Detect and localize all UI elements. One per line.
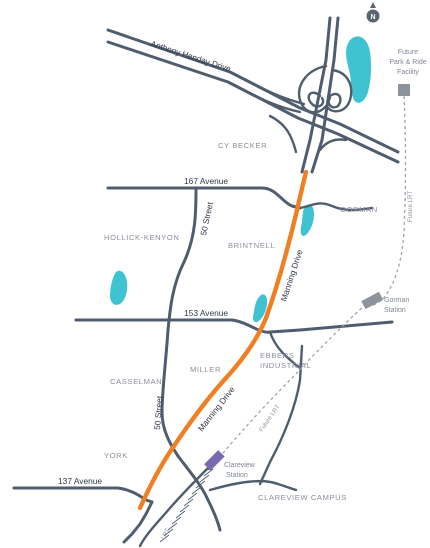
facility-line2: Park & Ride <box>389 59 426 66</box>
167-avenue-label: 167 Avenue <box>184 176 228 186</box>
north-label: N <box>370 14 375 21</box>
area-cy-becker: CY BECKER <box>218 141 267 150</box>
ebbers-road <box>268 330 302 370</box>
future-lrt-mid <box>211 303 367 463</box>
area-clareview-campus: CLAREVIEW CAMPUS <box>258 493 347 502</box>
pond-brintnell <box>253 294 268 323</box>
clareview-road <box>258 344 304 486</box>
park-ride-facility-icon <box>398 84 410 96</box>
manning-north-label: Manning Drive <box>278 248 304 303</box>
southwest-road <box>122 500 154 544</box>
north-arrow: N <box>366 2 380 23</box>
area-gorman: GORMAN <box>340 205 378 214</box>
gorman-station-label-1: Gorman <box>384 297 409 304</box>
facility-line1: Future <box>398 49 418 56</box>
153-avenue-label: 153 Avenue <box>184 308 228 318</box>
pond-gorman <box>300 204 314 236</box>
clareview-campus-road <box>208 479 298 492</box>
future-lrt-east <box>371 95 407 307</box>
167-avenue <box>106 186 302 210</box>
manning-drive <box>137 169 309 511</box>
50-street-south-label: 50 Street <box>152 395 164 430</box>
153-avenue <box>74 318 394 334</box>
southern-road <box>176 454 222 532</box>
area-york: YORK <box>104 451 128 460</box>
anthony-henday-drive <box>106 28 400 164</box>
area-brintnell: BRINTNELL <box>228 241 275 250</box>
area-miller: MILLER <box>190 365 221 374</box>
gorman-station-label-2: Station <box>384 307 406 314</box>
area-industrial: INDUSTRIAL <box>260 361 311 370</box>
lrt-track <box>138 462 218 548</box>
clareview-station-icon <box>204 450 225 471</box>
50-street <box>160 186 198 458</box>
area-hollick-kenyon: HOLLICK-KENYON <box>104 233 180 242</box>
future-lrt-east-label: Future LRT <box>407 191 414 222</box>
future-lrt-mid-label: Future LRT <box>258 403 282 433</box>
137-avenue <box>12 486 154 504</box>
gorman-station-icon <box>361 291 384 310</box>
interchange <box>268 16 353 174</box>
clareview-station-label-1: Clareview <box>224 462 256 469</box>
facility-line3: Facility <box>397 69 419 76</box>
lrt-label: LRT <box>160 527 172 541</box>
pond-northeast <box>346 36 372 103</box>
clareview-station-label-2: Station <box>226 472 248 479</box>
area-casselman: CASSELMAN <box>110 377 162 386</box>
pond-hollick-kenyon <box>110 270 128 305</box>
50-street-north-label: 50 Street <box>198 200 215 236</box>
137-avenue-label: 137 Avenue <box>58 476 102 486</box>
gorman-road <box>298 202 374 212</box>
area-ebbers: EBBERS <box>260 351 294 360</box>
